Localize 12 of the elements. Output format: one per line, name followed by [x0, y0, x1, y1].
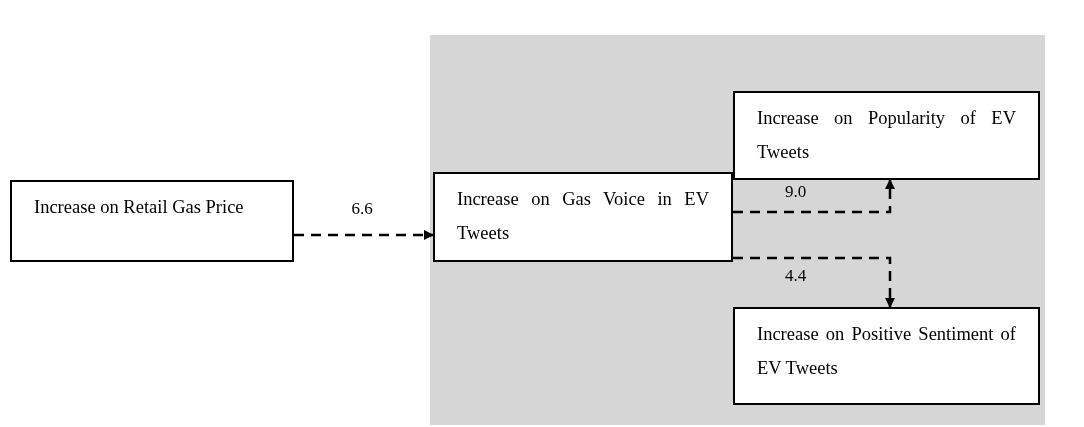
- group-panel: [430, 35, 1045, 425]
- box-text: Increase on Positive Sentiment of EV Tweets: [757, 323, 1016, 380]
- process-box: [433, 172, 733, 262]
- box-text: Increase on Gas Voice in EV Tweets: [457, 188, 709, 245]
- box-text: Increase on Retail Gas Price: [34, 196, 245, 219]
- dashed-arrow: [294, 230, 434, 240]
- process-box: [10, 180, 294, 262]
- box-text: Increase on Popularity of EV Tweets: [757, 107, 1016, 164]
- dashed-arrow: [733, 179, 895, 214]
- dashed-arrow: [733, 256, 895, 308]
- process-box: [733, 91, 1040, 180]
- process-box: [733, 307, 1040, 405]
